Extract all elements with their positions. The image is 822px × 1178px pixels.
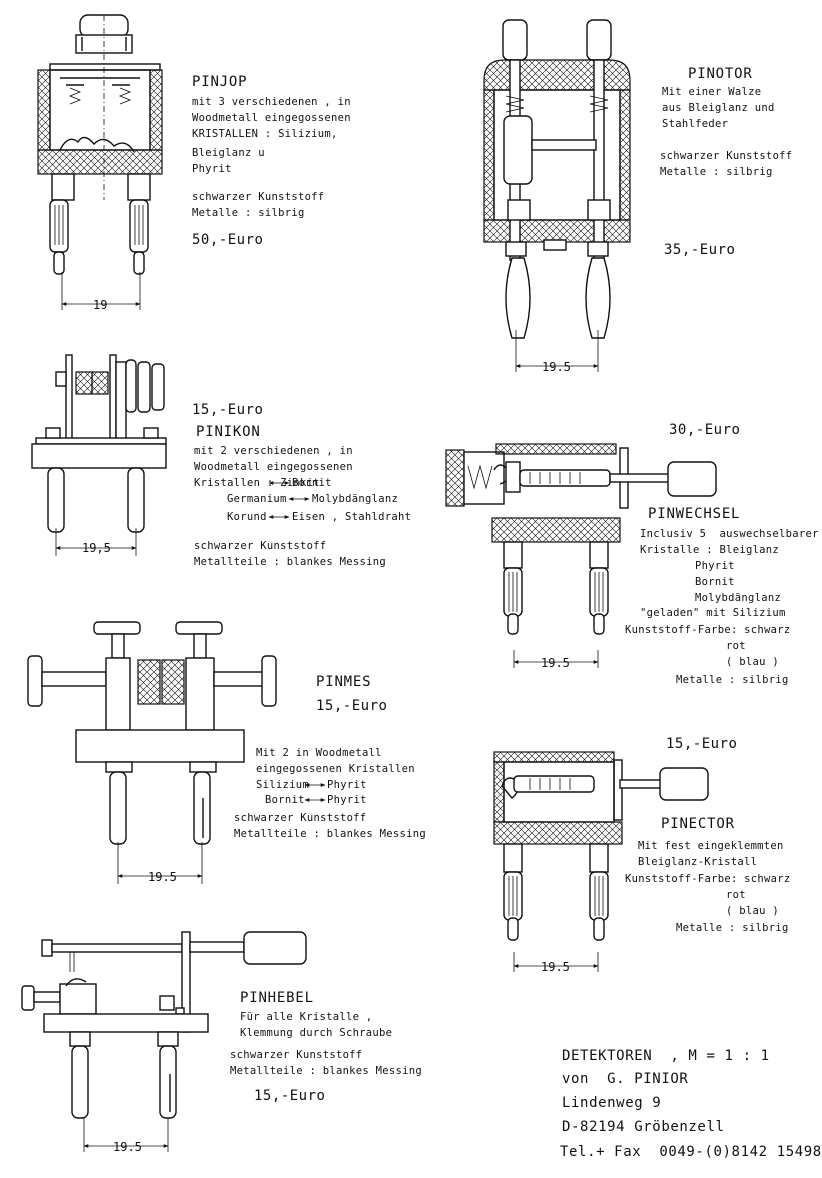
pinotor-material-1: schwarzer Kunststoff <box>660 150 793 162</box>
pinotor-desc-1: Mit einer Walze <box>662 86 762 98</box>
pinhebel-drawing: 19.5 <box>21 931 307 1154</box>
pinikon-crystal-3-left: Korund <box>227 511 267 523</box>
technical-drawings: 19 19.5 <box>21 14 717 1154</box>
pinjop-desc-5: Phyrit <box>192 163 232 175</box>
pinector-desc-6: Metalle : silbrig <box>676 922 789 934</box>
pinmes-crystal-2-right: Phyrit <box>327 794 367 806</box>
pinikon-desc-2: Woodmetall eingegossenen <box>194 461 353 473</box>
pinikon-crystal-2-left: Germanium <box>227 493 287 505</box>
pinjop-desc-2: Woodmetall eingegossenen <box>192 112 351 124</box>
pinwechsel-desc-7: Kunststoff-Farbe: schwarz <box>625 624 791 636</box>
address-line-2: von G. PINIOR <box>562 1071 689 1087</box>
pinmes-desc-2: eingegossenen Kristallen <box>256 763 415 775</box>
pinwechsel-title: PINWECHSEL <box>648 506 741 522</box>
address-line-1: DETEKTOREN , M = 1 : 1 <box>562 1048 770 1064</box>
pinector-dimension: 19.5 <box>541 960 570 974</box>
pinmes-material-1: schwarzer Kunststoff <box>234 812 367 824</box>
pinwechsel-desc-5: Molybdänglanz <box>695 592 782 604</box>
pinwechsel-price: 30,-Euro <box>669 422 741 438</box>
pairing-arrows <box>268 481 326 802</box>
pinjop-drawing: 19 <box>37 14 163 312</box>
pinector-desc-5: ( blau ) <box>726 905 779 917</box>
pinmes-title: PINMES <box>316 674 372 690</box>
pinikon-crystal-3-right: Eisen , Stahldraht <box>292 511 412 523</box>
pinmes-drawing: 19.5 <box>27 621 277 884</box>
pinhebel-desc-1: Für alle Kristalle , <box>240 1011 373 1023</box>
pinikon-dimension: 19,5 <box>82 541 111 555</box>
pinwechsel-desc-10: Metalle : silbrig <box>676 674 789 686</box>
pinikon-price: 15,-Euro <box>192 402 264 418</box>
pinjop-price: 50,-Euro <box>192 232 264 248</box>
pinikon-crystal-1-left: Kristallen : Zinkit <box>194 477 320 489</box>
pinotor-title: PINOTOR <box>688 66 753 82</box>
pinector-drawing: 19.5 <box>493 751 709 974</box>
pinector-price: 15,-Euro <box>666 736 738 752</box>
pinmes-crystal-1-left: Silizium <box>256 779 309 791</box>
pinwechsel-dimension: 19.5 <box>541 656 570 670</box>
pinwechsel-desc-1: Inclusiv 5 auswechselbarer <box>640 528 819 540</box>
pinjop-desc-3: KRISTALLEN : Silizium, <box>192 128 338 140</box>
pinhebel-desc-2: Klemmung durch Schraube <box>240 1027 393 1039</box>
pinhebel-material-1: schwarzer Kunststoff <box>230 1049 363 1061</box>
pinmes-price: 15,-Euro <box>316 698 388 714</box>
pinotor-dimension: 19.5 <box>542 360 571 374</box>
pinikon-title: PINIKON <box>196 424 261 440</box>
pinikon-drawing: 19,5 <box>31 354 167 556</box>
address-line-4: D-82194 Gröbenzell <box>562 1119 725 1135</box>
pinector-desc-1: Mit fest eingeklemmten <box>638 840 784 852</box>
address-line-3: Lindenweg 9 <box>562 1095 662 1111</box>
pinhebel-price: 15,-Euro <box>254 1088 326 1104</box>
pinmes-dimension: 19.5 <box>148 870 177 884</box>
address-line-5: Tel.+ Fax 0049-(0)8142 15498 <box>560 1144 822 1160</box>
pinotor-price: 35,-Euro <box>664 242 736 258</box>
pinotor-material-2: Metalle : silbrig <box>660 166 773 178</box>
pinmes-desc-1: Mit 2 in Woodmetall <box>256 747 382 759</box>
pinjop-dimension: 19 <box>93 298 107 312</box>
pinikon-crystal-2-right: Molybdänglanz <box>312 493 399 505</box>
pinector-desc-4: rot <box>726 889 746 901</box>
pinhebel-title: PINHEBEL <box>240 990 314 1006</box>
pinector-desc-3: Kunststoff-Farbe: schwarz <box>625 873 791 885</box>
pinhebel-material-2: Metallteile : blankes Messing <box>230 1065 423 1077</box>
pinwechsel-desc-6: "geladen" mit Silizium <box>640 607 786 619</box>
pinotor-desc-2: aus Bleiglanz und <box>662 102 775 114</box>
pinikon-material-2: Metallteile : blankes Messing <box>194 556 387 568</box>
pinwechsel-drawing: 19.5 <box>445 443 717 670</box>
pinwechsel-desc-4: Bornit <box>695 576 735 588</box>
pinwechsel-desc-3: Phyrit <box>695 560 735 572</box>
pinjop-material-1: schwarzer Kunststoff <box>192 191 325 203</box>
pinector-desc-2: Bleiglanz-Kristall <box>638 856 758 868</box>
pinotor-drawing: 19.5 <box>483 19 631 374</box>
pinikon-material-1: schwarzer Kunststoff <box>194 540 327 552</box>
pinikon-crystal-1-right: Bornit <box>292 477 332 489</box>
pinotor-desc-3: Stahlfeder <box>662 118 729 130</box>
pinikon-desc-1: mit 2 verschiedenen , in <box>194 445 353 457</box>
pinjop-desc-1: mit 3 verschiedenen , in <box>192 96 351 108</box>
pinhebel-dimension: 19.5 <box>113 1140 142 1154</box>
pinmes-crystal-2-left: Bornit <box>265 794 305 806</box>
pinwechsel-desc-2: Kristalle : Bleiglanz <box>640 544 780 556</box>
pinwechsel-desc-8: rot <box>726 640 746 652</box>
pinwechsel-desc-9: ( blau ) <box>726 656 779 668</box>
pinjop-title: PINJOP <box>192 74 248 90</box>
pinector-title: PINECTOR <box>661 816 735 832</box>
pinmes-crystal-1-right: Phyrit <box>327 779 367 791</box>
pinjop-desc-4: Bleiglanz u <box>192 147 265 159</box>
pinjop-material-2: Metalle : silbrig <box>192 207 305 219</box>
pinmes-material-2: Metallteile : blankes Messing <box>234 828 427 840</box>
